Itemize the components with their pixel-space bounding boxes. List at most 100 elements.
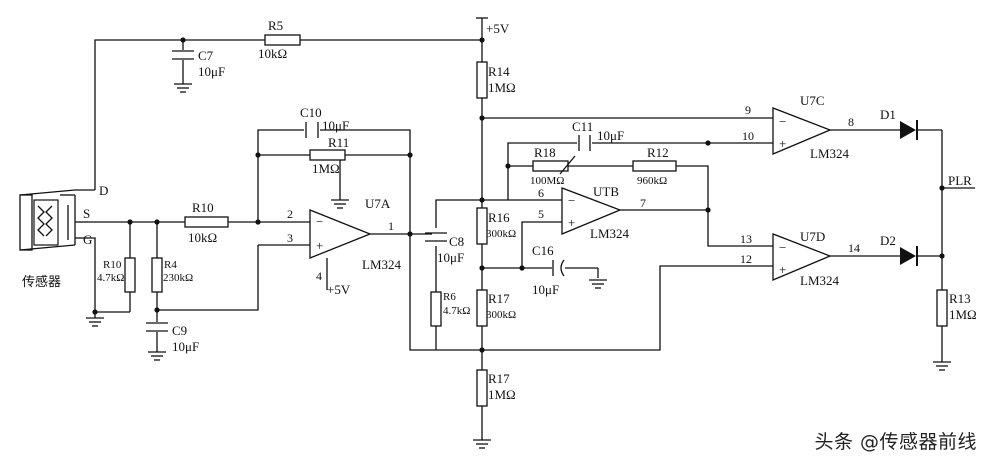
watermark: 头条 @传感器前线	[814, 431, 977, 453]
u7d-ref: U7D	[800, 229, 825, 244]
u7c-pin-10: 10	[742, 129, 754, 143]
c7-ref: C7	[198, 48, 214, 63]
sensor-pin-d: D	[99, 183, 108, 198]
ground-icon	[174, 83, 192, 93]
resistor-r12	[632, 160, 677, 172]
junctions	[92, 37, 945, 353]
svg-text:−: −	[568, 193, 575, 208]
vcc-label: +5V	[486, 21, 510, 36]
opamp-u7c	[772, 107, 832, 155]
sensor-pin-g: G	[83, 232, 92, 247]
c10-value: 10μF	[322, 118, 349, 133]
resistor-r6	[430, 291, 442, 327]
u7d-pin-13: 13	[740, 232, 752, 246]
svg-text:−: −	[779, 114, 786, 129]
svg-text:+: +	[316, 238, 323, 253]
r10b-value: 4.7kΩ	[97, 272, 124, 284]
u7a-ref: U7A	[365, 196, 391, 211]
wires	[88, 18, 975, 440]
c8-value: 10μF	[437, 250, 464, 265]
r17b-ref: R17	[488, 371, 510, 386]
d2-ref: D2	[880, 233, 896, 248]
resistor-r13	[936, 289, 948, 327]
r6-ref: R6	[443, 291, 456, 303]
utb-ref: UTB	[593, 184, 619, 199]
u7d-part: LM324	[800, 273, 840, 288]
r17a-value: 300kΩ	[486, 309, 516, 321]
resistor-r18	[532, 160, 569, 172]
r6-value: 4.7kΩ	[443, 305, 470, 317]
c8-ref: C8	[449, 234, 464, 249]
d1-ref: D1	[880, 107, 896, 122]
resistor-r11	[309, 149, 346, 161]
r11-ref: R11	[328, 135, 349, 150]
c11-ref: C11	[572, 119, 593, 134]
u7c-ref: U7C	[800, 93, 825, 108]
ground-icon	[331, 199, 349, 209]
resistor-r17-upper	[476, 289, 488, 327]
r18-ref: R18	[534, 145, 556, 160]
sensor-label: 传感器	[22, 274, 61, 290]
u7a-supply-label: +5V	[327, 282, 351, 297]
r12-ref: R12	[647, 145, 669, 160]
diode-d2	[900, 247, 916, 265]
opamps: − + 2 3 1 4 U7A LM324 +5V − + 6 5 7 UTB …	[287, 93, 860, 297]
r17a-ref: R17	[488, 291, 510, 306]
u7c-pin-9: 9	[745, 103, 751, 117]
u7a-pin-2: 2	[287, 207, 293, 221]
u7c-pin-8: 8	[848, 115, 854, 129]
u7a-pin-1: 1	[388, 219, 394, 233]
c10-ref: C10	[300, 105, 322, 120]
r10a-ref: R10	[192, 200, 214, 215]
ground-icon	[473, 439, 491, 449]
ground-icon	[589, 279, 607, 289]
resistor-r17-lower	[476, 369, 488, 407]
opamp-u7a	[309, 209, 372, 259]
r13-value: 1MΩ	[949, 307, 977, 322]
u7a-pin-3: 3	[287, 231, 293, 245]
c9-ref: C9	[172, 323, 187, 338]
sensor-pin-s: S	[83, 206, 90, 221]
resistor-r14	[476, 61, 488, 99]
ground-icon	[148, 351, 166, 361]
ground-icon	[86, 317, 104, 327]
svg-text:+: +	[779, 262, 786, 277]
u7a-pin-4: 4	[316, 269, 322, 283]
capacitors: C7 10μF C10 10μF C9 10μF C8 10μF C11 10μ…	[146, 48, 624, 354]
u7d-pin-14: 14	[848, 241, 860, 255]
opamp-u7d	[772, 233, 832, 281]
r16-value: 300kΩ	[486, 228, 516, 240]
resistor-r10-shunt	[124, 257, 136, 293]
svg-text:+: +	[568, 215, 575, 230]
ground-icon	[933, 361, 951, 371]
r13-ref: R13	[949, 291, 971, 306]
opamp-utb	[561, 187, 622, 235]
r5-ref: R5	[268, 18, 283, 33]
r16-ref: R16	[488, 210, 510, 225]
resistor-r10-series	[184, 216, 229, 228]
r11-value: 1MΩ	[312, 161, 340, 176]
vcc-supply: +5V	[476, 17, 510, 36]
diodes: D1 D2	[880, 107, 918, 266]
resistor-r16	[476, 207, 488, 245]
diode-d1	[900, 121, 916, 139]
r4-value: 230kΩ	[163, 272, 193, 284]
utb-pin-6: 6	[538, 186, 544, 200]
r18-value: 100MΩ	[530, 175, 564, 187]
ground-symbols	[86, 83, 951, 449]
r14-value: 1MΩ	[488, 80, 516, 95]
svg-text:−: −	[779, 240, 786, 255]
utb-part: LM324	[590, 226, 630, 241]
r14-ref: R14	[488, 64, 510, 79]
utb-pin-7: 7	[640, 196, 646, 210]
net-plr-label: PLR	[948, 173, 972, 188]
utb-pin-5: 5	[538, 207, 544, 221]
resistors: R5 10kΩ R14 1MΩ R11 1MΩ R10 10kΩ R10 4.7…	[97, 18, 977, 407]
r10a-value: 10kΩ	[188, 230, 217, 245]
resistor-r5	[264, 34, 301, 46]
c9-value: 10μF	[172, 339, 199, 354]
c16-ref: C16	[532, 243, 554, 258]
c16-value: 10μF	[532, 282, 559, 297]
c11-value: 10μF	[597, 128, 624, 143]
